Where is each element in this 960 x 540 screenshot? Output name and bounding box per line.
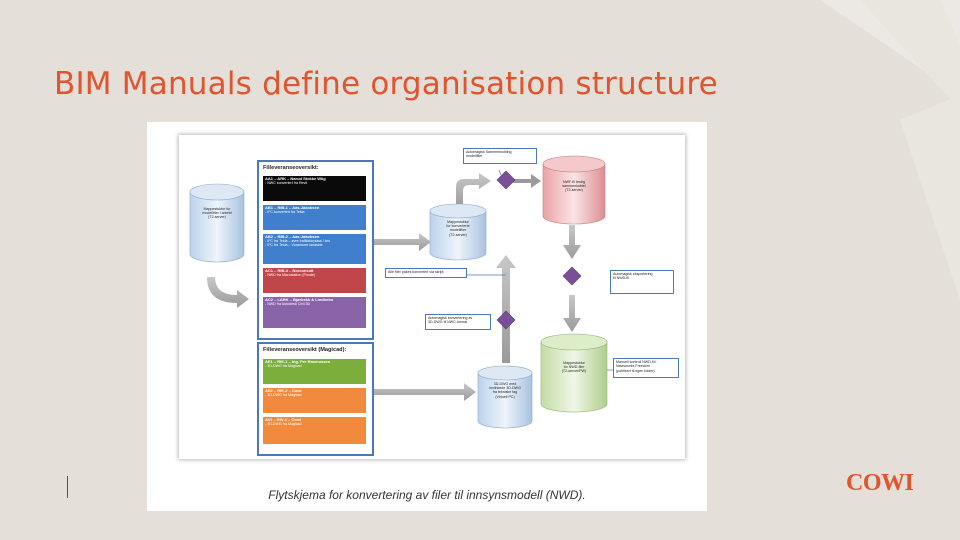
row-heading: AA1 – ARK – Narud Stokke Wiig <box>265 176 326 181</box>
cowi-logo: COWI <box>846 470 914 496</box>
row-heading: AC2 – LARK – Bjørbekk & Lindheim <box>265 297 334 302</box>
slide-title: BIM Manuals define organisation structur… <box>54 66 718 102</box>
file-delivery-panel: Filleveranseoversikt: AA1 – ARK – Narud … <box>257 160 374 340</box>
note-line: 3D-DWG til NWC-format <box>428 320 468 325</box>
row-heading: AE2 – RIE-2 – Cowi <box>265 388 302 393</box>
arrow-export-to-nwd <box>563 295 581 332</box>
arrow-dwg-to-converted <box>496 255 516 363</box>
note-line: Automagisk Sammenkobling <box>466 150 512 154</box>
figure-caption: Flytskjema for konvertering av filer til… <box>268 488 586 502</box>
cyl-label-line: 3D-DWG med <box>493 382 517 386</box>
row-line: - 3D-DWG fra Magicad <box>265 364 302 369</box>
flowchart-connectors <box>207 169 614 401</box>
cyl-label-line: modellfiler i arbeid <box>202 211 232 216</box>
row-heading: AB1 – RIB-1 – Aas-Jakobsen <box>265 205 320 210</box>
cyl-label-line: modellfiler <box>449 228 467 233</box>
arrow-merge-to-nwf <box>513 174 541 188</box>
note-line: modellfiler <box>466 154 483 159</box>
row-line: - 3D-DWG fra Magicad <box>265 422 302 427</box>
arrow-nwf-to-export <box>563 225 581 259</box>
panel-title: Filleveranseoversikt: <box>263 165 319 171</box>
cyl-label-line: (T2-server/PW) <box>561 369 587 374</box>
nwd-folder-cylinder: Mappestuktur for NWD-filer (T2-server/PW… <box>540 333 608 413</box>
row-line: - NWC konvertert fra Revit <box>265 181 308 186</box>
convert-diamond <box>496 310 516 330</box>
note-line: Manuell kontroll NWD-fil i <box>616 360 657 364</box>
arrow-panel1-to-converted <box>372 233 431 251</box>
merge-diamond <box>496 170 516 190</box>
footer-divider <box>67 476 68 498</box>
note-line: Alle filer pakes konvertert via skript <box>388 270 444 274</box>
flowchart-frame: Mappestuktur for modellfiler i arbeid (T… <box>179 135 685 459</box>
note-line: Navisworks Freedom <box>616 364 650 369</box>
delivery-row: AB2 – RIB-2 – Aas-Jakobsen - IFC fra Tek… <box>263 234 366 264</box>
delivery-row: AE1 – RIE-1 – Ing. Per Rasmussen - 3D-DW… <box>263 359 366 384</box>
flowchart-figure: Mappestuktur for modellfiler i arbeid (T… <box>147 122 707 511</box>
row-line: - IFC fra Tekla – øvre trafikkforplass /… <box>265 239 331 244</box>
cyl-label-line: Mappestuktur <box>563 361 585 365</box>
cyl-label-line: Mappestuktur <box>447 220 469 224</box>
cyl-label-line: fra tekniske fag <box>492 390 518 395</box>
cyl-label-line: NWF-fil ferdig <box>563 180 585 184</box>
cyl-label-line: (T2-server) <box>449 232 467 237</box>
row-heading: AC1 – RIB-3 – Norconsult <box>265 268 314 273</box>
note-line: til NWD-fil <box>613 276 629 281</box>
manual-check-note: Manuell kontroll NWD-fil i Navisworks Fr… <box>613 358 679 378</box>
connector-merge-note <box>498 169 502 176</box>
cyl-label-line: (T2-server) <box>565 188 583 193</box>
nwf-file-cylinder: NWF-fil ferdig sammenkoblet (T2-server) <box>542 155 606 225</box>
export-note: Automagisk eksportering til NWD-fil <box>610 270 674 294</box>
note-line: Automagisk eksportering <box>613 272 653 276</box>
cyl-label-line: for konverterte <box>446 224 470 229</box>
cyl-label-line: for NWD-filer <box>563 365 585 370</box>
magicad-delivery-panel: Filleveranseoversikt (Magicad): AE1 – RI… <box>257 342 374 456</box>
script-note: Alle filer pakes konvertert via skript <box>385 268 467 278</box>
arrow-converted-to-merge <box>456 173 491 208</box>
convert-note: Automagisk konvertering av 3D-DWG til NW… <box>425 314 491 330</box>
row-heading: AB2 – RIB-2 – Aas-Jakobsen <box>265 234 320 239</box>
delivery-row: AA1 – ARK – Narud Stokke Wiig - NWC konv… <box>263 176 366 201</box>
note-line: Automagisk konvertering av <box>428 316 473 320</box>
cyl-label-line: innlinkede 3D-DWG <box>489 386 521 391</box>
dwg-cylinder: 3D-DWG med innlinkede 3D-DWG fra teknisk… <box>477 365 533 429</box>
converted-folder-cylinder: Mappestuktur for konverterte modellfiler… <box>429 203 487 261</box>
row-line: - NWD fra Microstation (Ponde) <box>265 273 316 278</box>
export-diamond <box>562 266 582 286</box>
row-heading: AE1 – RIE-1 – Ing. Per Rasmussen <box>265 359 331 364</box>
delivery-row: AC2 – LARK – Bjørbekk & Lindheim - NWD f… <box>263 297 366 328</box>
panel-title: Filleveranseoversikt (Magicad): <box>263 347 347 353</box>
cyl-label-line: (Virtuell PC) <box>495 394 515 399</box>
delivery-row: AV1 – RIV-1 – Cowi - 3D-DWG fra Magicad <box>263 417 366 444</box>
cyl-label-line: Mappestuktur for <box>203 207 231 211</box>
delivery-row: AE2 – RIE-2 – Cowi - 3D-DWG fra Magicad <box>263 388 366 413</box>
row-line: - IFC konvertert fra Tekla <box>265 210 305 215</box>
arrow-panel2-to-dwg <box>372 383 476 401</box>
row-line: - IFC fra Tekla – Voramurer landside <box>265 243 323 248</box>
delivery-row: AC1 – RIB-3 – Norconsult - NWD fra Micro… <box>263 268 366 293</box>
note-line: (publisert til egen folder) <box>616 368 655 373</box>
merge-note: Automagisk Sammenkobling modellfiler <box>463 148 537 164</box>
work-folder-cylinder: Mappestuktur for modellfiler i arbeid (T… <box>189 183 245 263</box>
row-line: - 3D-DWG fra Magicad <box>265 393 302 398</box>
row-line: - NWD fra Autodesk Civil 3D <box>265 302 311 307</box>
row-heading: AV1 – RIV-1 – Cowi <box>265 417 301 422</box>
cyl-label-line: sammenkoblet <box>562 184 586 189</box>
delivery-row: AB1 – RIB-1 – Aas-Jakobsen - IFC konvert… <box>263 205 366 230</box>
cyl-label-line: (T2-server) <box>208 215 226 220</box>
arrow-work-to-panel <box>207 277 249 308</box>
